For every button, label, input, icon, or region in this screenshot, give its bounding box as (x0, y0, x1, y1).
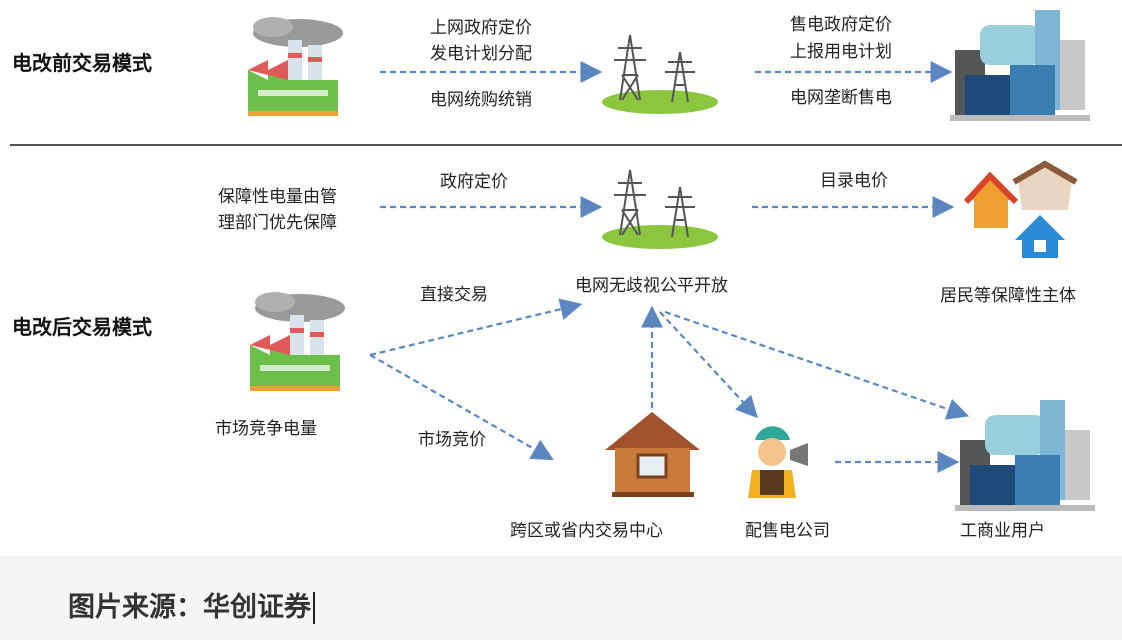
exchange-center-house-icon (605, 412, 700, 497)
industrial-building-icon (950, 10, 1090, 121)
before-left-label-2: 发电计划分配 (430, 44, 532, 64)
exchange-center-label: 跨区或省内交易中心 (510, 521, 663, 541)
arrow (369, 354, 554, 461)
grid-tower-icon (601, 169, 719, 250)
arrow (664, 310, 970, 420)
industrial-users-label: 工商业用户 (960, 521, 1045, 541)
after-mode-title: 电改后交易模式 (12, 315, 152, 339)
power-plant-icon (248, 17, 343, 116)
before-left-label-3: 电网统购统销 (430, 90, 532, 110)
power-plant-icon (250, 292, 345, 391)
market-bid-label: 市场竞价 (418, 430, 486, 450)
caption-bar (0, 556, 1122, 640)
before-mode-title: 电改前交易模式 (12, 51, 152, 75)
before-right-label-3: 电网垄断售电 (790, 88, 892, 108)
guarantee-label-2: 理部门优先保障 (218, 213, 337, 233)
residents-label: 居民等保障性主体 (940, 286, 1076, 306)
residential-houses-icon (963, 160, 1078, 258)
before-left-label-1: 上网政府定价 (430, 18, 532, 38)
arrow (369, 298, 583, 357)
gov-price-label: 政府定价 (440, 172, 508, 192)
grid-open-label: 电网无歧视公平开放 (575, 276, 728, 296)
market-power-label: 市场竞争电量 (215, 419, 317, 439)
catalog-price-label: 目录电价 (820, 171, 888, 191)
retail-company-worker-icon (748, 426, 808, 498)
power-reform-diagram: 电改前交易模式 上网政府定价 发电计划分配 电网统购统销 售电政府定价 上报用电… (10, 10, 1122, 541)
guarantee-label-1: 保障性电量由管 (218, 187, 337, 207)
industrial-building-icon (955, 400, 1095, 511)
grid-tower-icon (601, 34, 719, 115)
direct-trade-label: 直接交易 (420, 285, 488, 305)
before-right-label-1: 售电政府定价 (790, 15, 892, 35)
retail-company-label: 配售电公司 (745, 521, 830, 541)
before-right-label-2: 上报用电计划 (790, 42, 892, 62)
arrow (659, 311, 758, 419)
image-source-caption: 图片来源：华创证券 (68, 592, 315, 624)
